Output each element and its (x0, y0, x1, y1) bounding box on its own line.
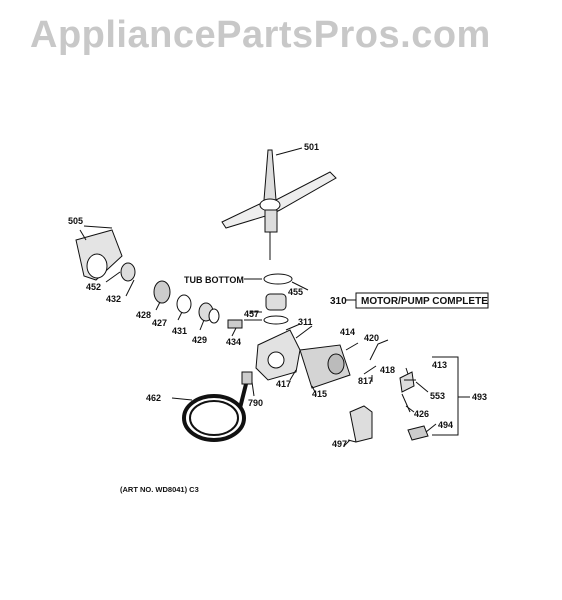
solenoid-drawing (349, 405, 373, 443)
label-310: 310 (330, 296, 347, 307)
housing-drawing (75, 229, 136, 282)
label-462: 462 (146, 393, 161, 403)
label-431: 431 (172, 326, 187, 336)
label-420: 420 (364, 333, 379, 343)
label-817: 817 (358, 376, 373, 386)
label-432: 432 (106, 294, 121, 304)
motor-pump-complete-label: MOTOR/PUMP COMPLETE (361, 296, 488, 307)
label-497: 497 (332, 439, 347, 449)
label-501: 501 (304, 142, 319, 152)
group-bracket-493 (432, 356, 459, 436)
label-311: 311 (298, 317, 313, 327)
tub-bottom-label: TUB BOTTOM (184, 275, 244, 285)
label-418: 418 (380, 365, 395, 375)
bracket-drawing (399, 371, 415, 393)
label-413: 413 (432, 360, 447, 370)
label-434: 434 (226, 337, 241, 347)
label-457: 457 (244, 309, 259, 319)
label-455: 455 (288, 287, 303, 297)
label-426: 426 (414, 409, 429, 419)
spray-arm-drawing (221, 147, 337, 260)
impeller-drawing (153, 280, 171, 304)
label-415: 415 (312, 389, 327, 399)
label-428: 428 (136, 310, 151, 320)
wire-drawing (369, 339, 389, 361)
label-493: 493 (472, 392, 487, 402)
motor-pump-drawing (255, 325, 359, 389)
hose-drawing (171, 371, 253, 442)
label-505: 505 (68, 216, 83, 226)
label-494: 494 (438, 420, 453, 430)
label-429: 429 (192, 335, 207, 345)
seal-drawing (265, 293, 287, 311)
label-417: 417 (276, 379, 291, 389)
label-790: 790 (248, 398, 263, 408)
label-427: 427 (152, 318, 167, 328)
label-553: 553 (430, 391, 445, 401)
tub-bottom-ring (263, 273, 293, 285)
label-414: 414 (340, 327, 355, 337)
label-452: 452 (86, 282, 101, 292)
watermark-logo: AppliancePartsPros.com (30, 14, 491, 56)
art-number: (ART NO. WD8041) C3 (120, 485, 199, 494)
